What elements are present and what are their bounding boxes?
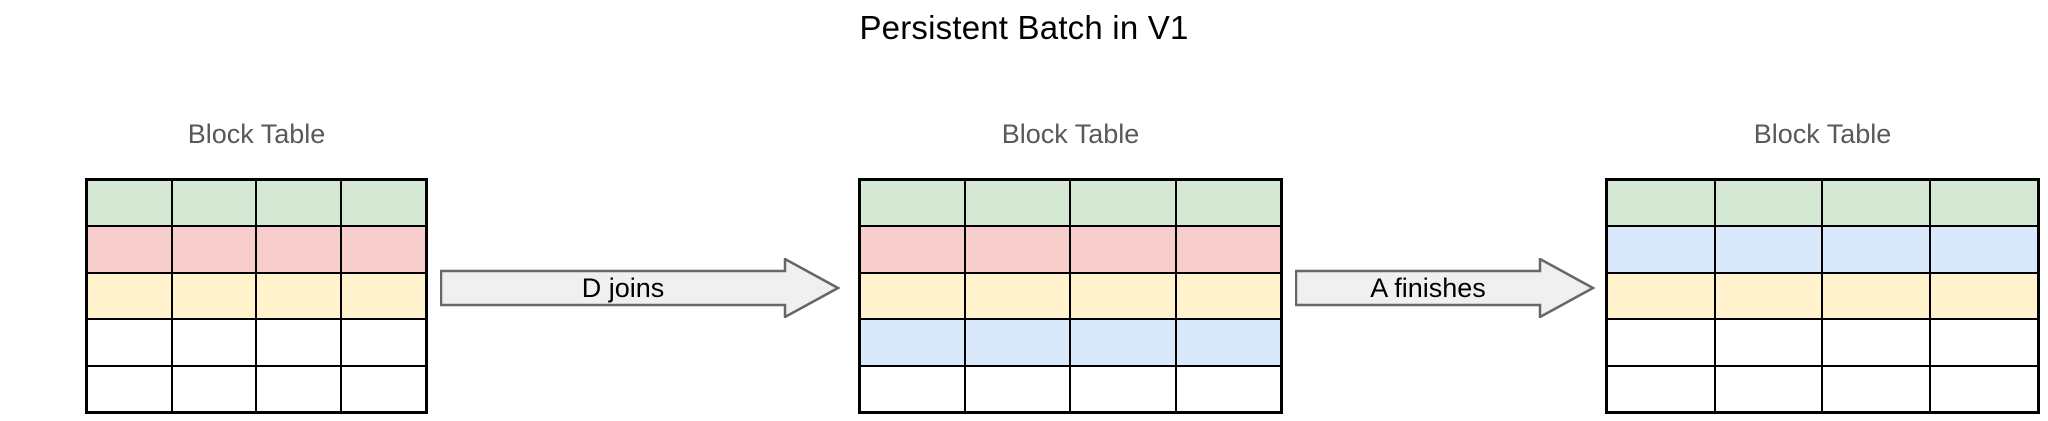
block-cell[interactable] [170,178,258,228]
block-table-heading: Block Table [1753,119,1892,149]
block-cell[interactable] [1929,364,2040,414]
block-cell[interactable] [1821,318,1932,367]
table-row[interactable] [85,318,428,367]
block-cell[interactable] [964,318,1072,367]
block-cell[interactable] [858,271,967,321]
table-row[interactable] [858,318,1283,367]
table-row[interactable] [1605,364,2040,414]
block-cell[interactable] [1069,271,1177,321]
block-cell[interactable] [170,318,258,367]
block-cell[interactable] [1713,271,1824,321]
block-cell[interactable] [255,225,343,274]
block-cell[interactable] [1174,225,1283,274]
table-row[interactable] [1605,225,2040,274]
table-row[interactable] [85,225,428,274]
block-cell[interactable] [170,225,258,274]
block-table-heading: Block Table [1001,119,1140,149]
table-row[interactable] [858,178,1283,228]
block-cell[interactable] [1605,318,1716,367]
block-cell[interactable] [170,364,258,414]
block-cell[interactable] [964,225,1072,274]
page-title: Persistent Batch in V1 [859,9,1189,46]
block-cell[interactable] [85,318,173,367]
block-cell[interactable] [1713,318,1824,367]
block-cell[interactable] [255,178,343,228]
block-cell[interactable] [1713,364,1824,414]
table-row[interactable] [1605,318,2040,367]
block-table-grid[interactable] [85,178,428,414]
block-arrow-icon [1295,258,1595,318]
block-cell[interactable] [1069,318,1177,367]
table-row[interactable] [858,364,1283,414]
block-cell[interactable] [1929,271,2040,321]
block-cell[interactable] [858,178,967,228]
table-row[interactable] [1605,178,2040,228]
block-cell[interactable] [1821,225,1932,274]
table-row[interactable] [85,364,428,414]
table-row[interactable] [85,178,428,228]
block-arrow-icon [440,258,840,318]
block-cell[interactable] [1713,178,1824,228]
block-cell[interactable] [1174,364,1283,414]
block-cell[interactable] [255,318,343,367]
block-cell[interactable] [255,364,343,414]
block-cell[interactable] [340,178,428,228]
block-cell[interactable] [1174,178,1283,228]
block-table-grid[interactable] [858,178,1283,414]
block-cell[interactable] [964,364,1072,414]
block-table-heading: Block Table [187,119,326,149]
table-row[interactable] [1605,271,2040,321]
block-cell[interactable] [1174,318,1283,367]
block-cell[interactable] [1605,225,1716,274]
block-cell[interactable] [1821,271,1932,321]
block-cell[interactable] [1821,178,1932,228]
block-cell[interactable] [1929,178,2040,228]
table-row[interactable] [858,271,1283,321]
block-cell[interactable] [85,271,173,321]
block-cell[interactable] [1069,225,1177,274]
table-row[interactable] [858,225,1283,274]
transition-arrow-d-joins[interactable]: D joins [440,258,840,318]
block-cell[interactable] [340,364,428,414]
block-table-grid[interactable] [1605,178,2040,414]
block-cell[interactable] [858,364,967,414]
transition-arrow-a-finishes[interactable]: A finishes [1295,258,1595,318]
block-cell[interactable] [1605,364,1716,414]
block-cell[interactable] [1605,271,1716,321]
block-cell[interactable] [858,225,967,274]
block-cell[interactable] [964,178,1072,228]
block-cell[interactable] [340,318,428,367]
block-cell[interactable] [1069,178,1177,228]
block-cell[interactable] [1174,271,1283,321]
block-cell[interactable] [170,271,258,321]
block-cell[interactable] [255,271,343,321]
block-cell[interactable] [85,364,173,414]
block-cell[interactable] [340,271,428,321]
block-cell[interactable] [85,225,173,274]
block-cell[interactable] [1605,178,1716,228]
block-cell[interactable] [964,271,1072,321]
block-cell[interactable] [1929,318,2040,367]
block-cell[interactable] [1821,364,1932,414]
block-cell[interactable] [340,225,428,274]
block-cell[interactable] [1713,225,1824,274]
block-cell[interactable] [858,318,967,367]
block-cell[interactable] [1069,364,1177,414]
block-cell[interactable] [1929,225,2040,274]
block-cell[interactable] [85,178,173,228]
table-row[interactable] [85,271,428,321]
